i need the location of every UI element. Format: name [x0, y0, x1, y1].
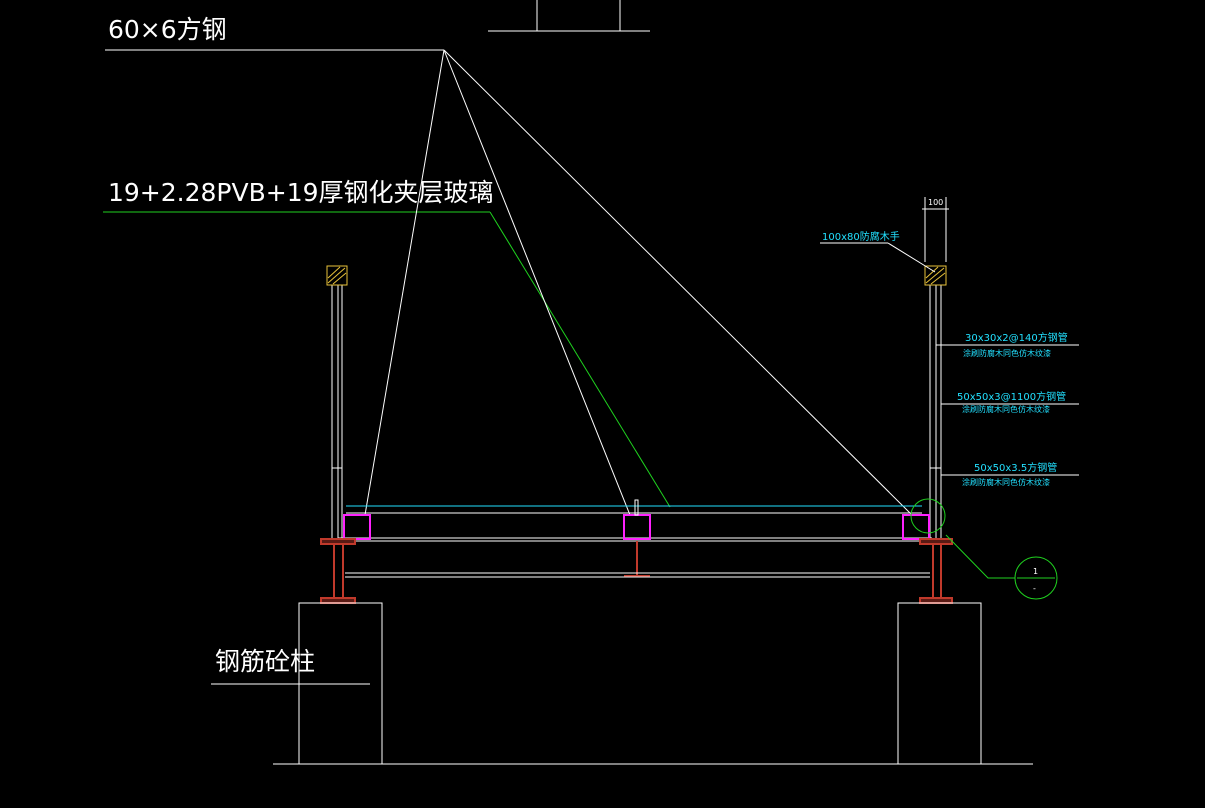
- dimension-100: [922, 197, 949, 262]
- right-steel-ibeam: [919, 538, 953, 604]
- detail-leader: [945, 534, 1015, 579]
- left-wood-handrail: [326, 265, 348, 286]
- steel-section-left: [343, 514, 371, 540]
- detail-sheet: -: [1033, 584, 1036, 593]
- leader-lines-steel: [364, 49, 913, 516]
- left-steel-ibeam: [320, 538, 356, 604]
- detail-number: 1: [1033, 567, 1038, 576]
- steel-section-center: [623, 514, 651, 540]
- label-tube-30-note: 涂刷防腐木同色仿木纹漆: [963, 348, 1051, 358]
- right-rc-column: [897, 602, 982, 765]
- right-railing-post: [929, 285, 942, 538]
- label-laminated-glass: 19+2.28PVB+19厚钢化夹层玻璃: [108, 178, 494, 207]
- right-wood-hatch: [925, 266, 946, 285]
- label-tube-50-35: 50x50x3.5方钢管: [974, 461, 1057, 474]
- label-tube-50-1100-note: 涂刷防腐木同色仿木纹漆: [962, 404, 1050, 414]
- dimension-100-text: 100: [928, 198, 943, 207]
- center-steel-post: [624, 541, 650, 577]
- label-tube-50-35-note: 涂刷防腐木同色仿木纹漆: [962, 477, 1050, 487]
- detail-symbol-circle: [1014, 556, 1058, 600]
- left-wood-hatch: [327, 266, 347, 285]
- top-structure: [488, 0, 650, 32]
- center-bolt: [634, 499, 639, 516]
- leader-glass: [489, 211, 671, 508]
- right-wood-handrail: [924, 265, 947, 286]
- detail-callout-circle: [910, 498, 946, 534]
- left-railing-post: [331, 285, 343, 538]
- leader-handrail-diag: [887, 242, 936, 273]
- label-tube-30: 30x30x2@140方钢管: [965, 331, 1068, 344]
- label-tube-50-1100: 50x50x3@1100方钢管: [957, 390, 1066, 403]
- label-steel-60x6: 60×6方钢: [108, 15, 227, 44]
- secondary-beam: [345, 572, 930, 578]
- label-handrail: 100x80防腐木手: [822, 230, 900, 243]
- deck-lines: [338, 512, 932, 542]
- label-rc-column: 钢筋砼柱: [215, 647, 315, 676]
- steel-section-right: [902, 514, 930, 540]
